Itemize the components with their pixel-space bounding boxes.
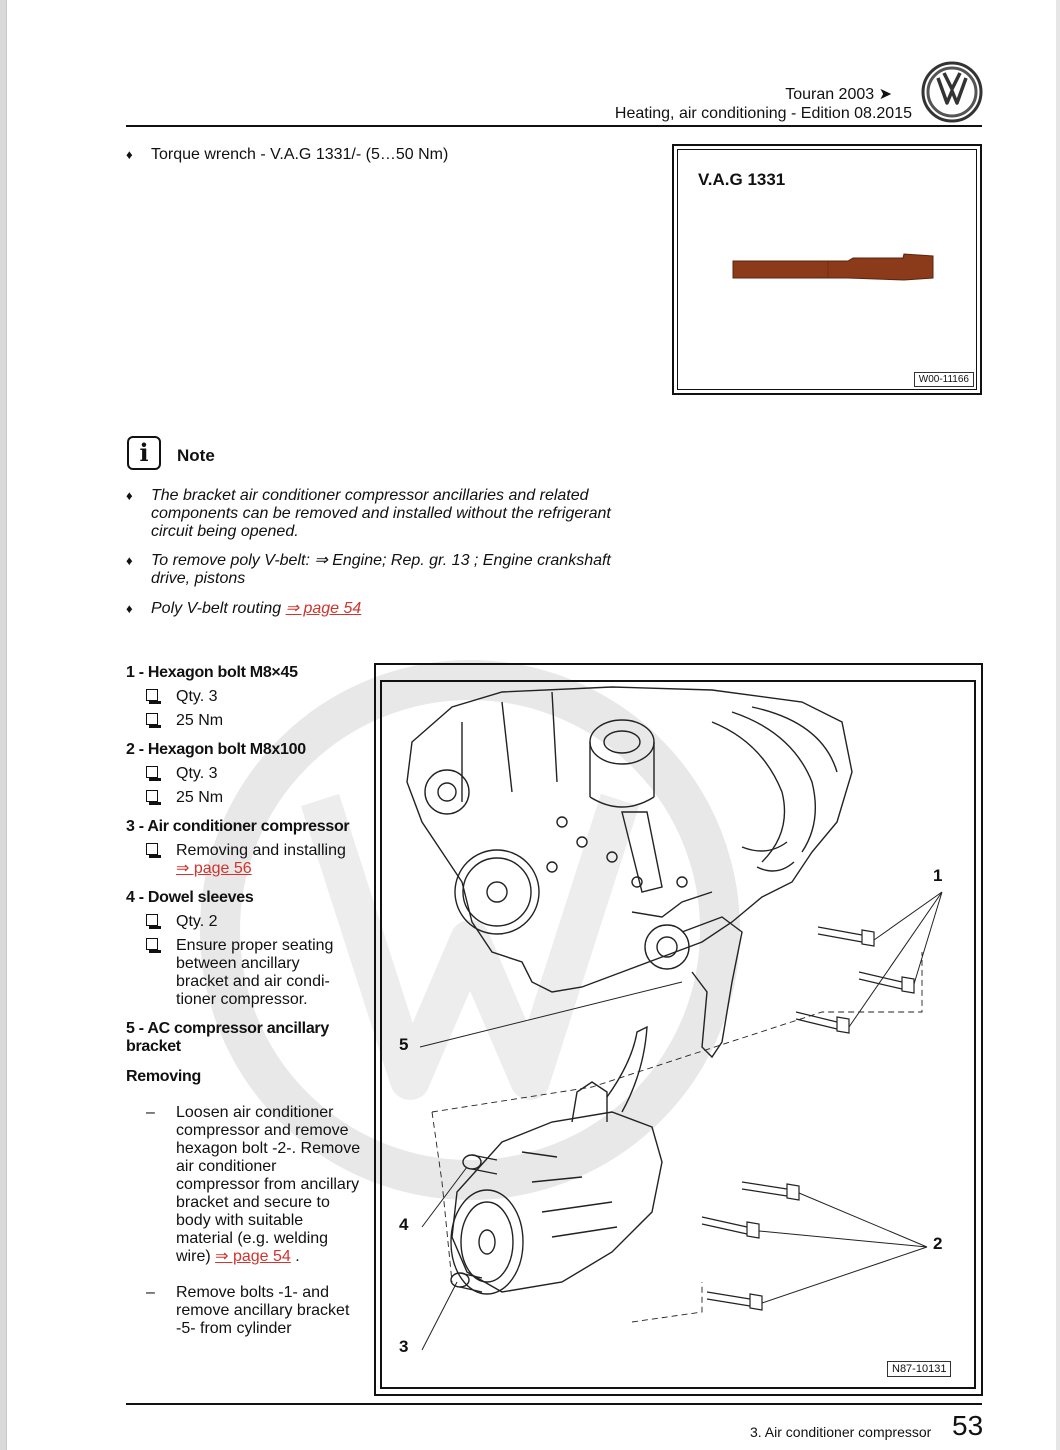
- bullet-icon: ♦: [126, 553, 133, 568]
- legend-item-3-title: 3 - Air conditioner compressor: [126, 818, 350, 835]
- checkbox-icon: [146, 689, 161, 704]
- tool-figure-title: V.A.G 1331: [698, 170, 786, 189]
- checkbox-icon: [146, 713, 161, 728]
- checkbox-icon: [146, 914, 161, 929]
- viewer-right-edge: [1056, 0, 1060, 1450]
- callout-1: 1: [933, 866, 943, 885]
- legend-item-2-title: 2 - Hexagon bolt M8x100: [126, 741, 306, 758]
- legend-item-3-sub-1: Removing and installing⇒ page 56: [126, 842, 371, 878]
- header-rule: [126, 125, 982, 127]
- checkbox-icon: [146, 938, 161, 953]
- page-54-link[interactable]: ⇒ page 54: [215, 1248, 291, 1265]
- legend-item-4-sub-2: Ensure proper seating between ancillary …: [126, 937, 356, 1009]
- page-number: 53: [952, 1410, 984, 1441]
- dash-icon: –: [146, 1104, 155, 1121]
- torque-wrench-icon: [732, 253, 934, 281]
- legend-item-1-title: 1 - Hexagon bolt M8×45: [126, 664, 298, 681]
- vw-logo-icon: [921, 61, 983, 123]
- page-54-link[interactable]: ⇒ page 54: [285, 600, 362, 617]
- step-2: – Remove bolts -1- and remove ancillary …: [146, 1284, 350, 1337]
- note-text-3: Poly V-belt routing ⇒ page 54: [151, 600, 362, 617]
- bullet-icon: ♦: [126, 488, 133, 503]
- removing-heading: Removing: [126, 1068, 201, 1085]
- callout-3: 3: [399, 1337, 409, 1356]
- tool-figure: V.A.G 1331 W00-11166: [672, 144, 982, 395]
- page-56-link[interactable]: ⇒ page 56: [176, 860, 252, 877]
- tool-figure-code: W00-11166: [913, 372, 974, 387]
- note-label: Note: [177, 446, 215, 465]
- bullet-icon: ♦: [126, 147, 133, 162]
- step-1: – Loosen air conditioner compressor and …: [146, 1104, 361, 1265]
- callout-5: 5: [399, 1035, 409, 1054]
- legend-item-2-sub-2: 25 Nm: [126, 789, 371, 807]
- header-subtitle: Heating, air conditioning - Edition 08.2…: [614, 105, 912, 122]
- dash-icon: –: [146, 1284, 155, 1301]
- viewer-left-edge: [0, 0, 7, 1450]
- figure-code: N87-10131: [887, 1361, 952, 1377]
- legend-item-4-sub-1: Qty. 2: [126, 913, 371, 931]
- tool-text: Torque wrench - V.A.G 1331/- (5…50 Nm): [151, 146, 449, 163]
- footer-rule: [126, 1403, 982, 1405]
- info-icon: i: [127, 436, 161, 470]
- footer-section: 3. Air conditioner compressor: [750, 1424, 932, 1440]
- bullet-icon: ♦: [126, 601, 133, 616]
- legend-item-1-sub-2: 25 Nm: [126, 712, 371, 730]
- legend-item-2-sub-1: Qty. 3: [126, 765, 371, 783]
- legend-item-5-title: 5 - AC compressor ancillary bracket: [126, 1020, 329, 1055]
- callout-4: 4: [399, 1215, 409, 1234]
- legend: 1 - Hexagon bolt M8×45 Qty. 3 25 Nm 2 - …: [126, 664, 371, 1338]
- checkbox-icon: [146, 790, 161, 805]
- engine-ac-compressor-drawing: [406, 686, 943, 1351]
- exploded-view-figure: 1 2 3 4 5 N87-10131: [374, 663, 983, 1396]
- checkbox-icon: [146, 843, 161, 858]
- note-text-2: To remove poly V-belt: ⇒ Engine; Rep. gr…: [151, 552, 611, 587]
- legend-item-1-sub-1: Qty. 3: [126, 688, 371, 706]
- checkbox-icon: [146, 766, 161, 781]
- legend-item-4-title: 4 - Dowel sleeves: [126, 889, 254, 906]
- note-text-1: The bracket air conditioner compressor a…: [151, 487, 611, 540]
- header-model: Touran 2003 ➤: [785, 86, 892, 103]
- callout-2: 2: [933, 1234, 943, 1253]
